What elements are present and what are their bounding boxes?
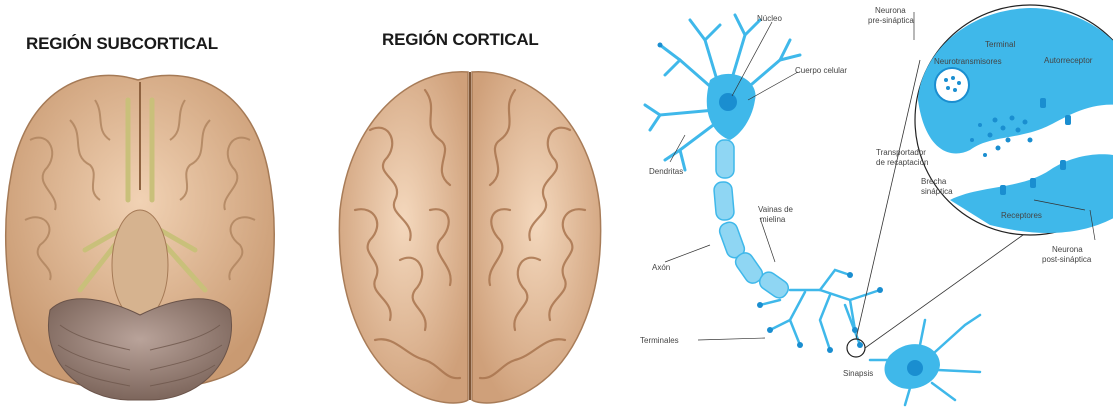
label-brecha-2: sináptica (921, 187, 953, 197)
subcortical-title: REGIÓN SUBCORTICAL (26, 34, 218, 54)
label-receptores: Receptores (1001, 211, 1042, 221)
label-transportadores-1: Transportador (876, 148, 926, 158)
label-pre-1: Neurona (875, 6, 906, 16)
subcortical-brain-illustration (0, 60, 280, 411)
nucleus (719, 93, 737, 111)
label-post-2: post-sináptica (1042, 255, 1091, 265)
cortical-brain-illustration (330, 60, 610, 411)
terminal-dots (658, 43, 884, 354)
label-axon: Axón (652, 263, 670, 273)
label-sinapsis: Sinapsis (843, 369, 873, 379)
neuron-illustration (620, 0, 1113, 411)
label-pre-2: pre-sináptica (868, 16, 914, 26)
label-neurotransmisores: Neurotransmisores (934, 57, 1002, 67)
label-terminal: Terminal (985, 40, 1015, 50)
label-vainas-1: Vainas de (758, 205, 793, 215)
label-dendritas: Dendritas (649, 167, 683, 177)
label-post-1: Neurona (1052, 245, 1083, 255)
label-brecha-1: Brecha (921, 177, 946, 187)
label-nucleo: Núcleo (757, 14, 782, 24)
label-cuerpo-celular: Cuerpo celular (795, 66, 847, 76)
left-hemisphere (339, 72, 468, 403)
right-hemisphere (472, 72, 601, 403)
post-synaptic-neuron (870, 315, 980, 405)
synapse-magnifier (847, 339, 865, 357)
brainstem (112, 210, 168, 320)
label-vainas-2: mielina (760, 215, 785, 225)
label-transportadores-2: de recaptación (876, 158, 928, 168)
cortical-title: REGIÓN CORTICAL (382, 30, 539, 50)
label-autorreceptor: Autorreceptor (1044, 56, 1092, 66)
label-terminales: Terminales (640, 336, 679, 346)
